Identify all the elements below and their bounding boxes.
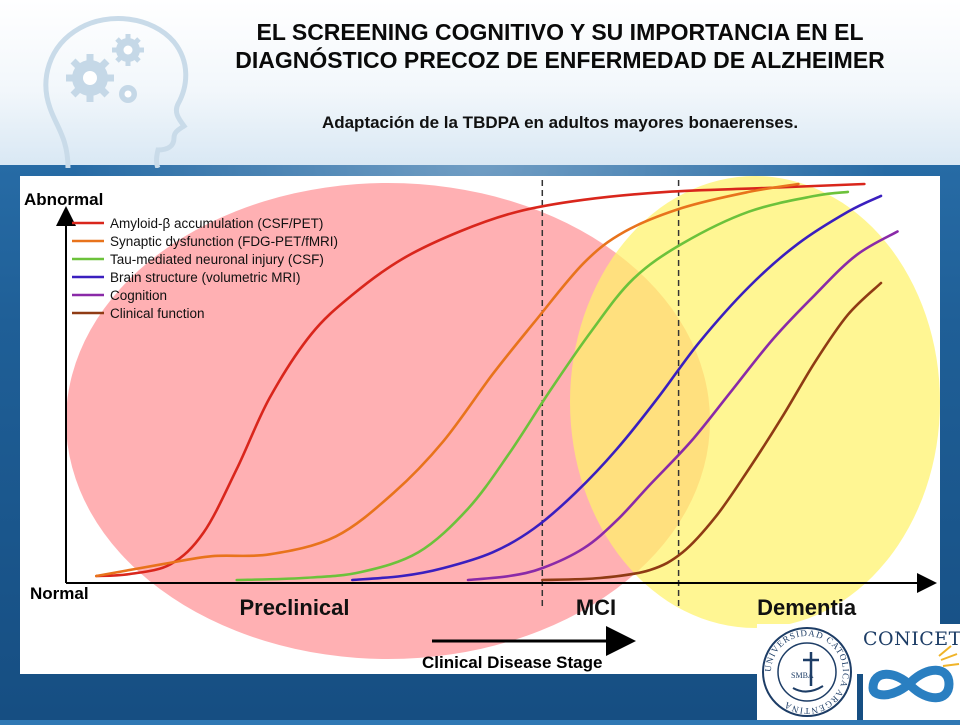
series-line-5 bbox=[466, 230, 899, 582]
conicet-logo-text: CONICET bbox=[863, 628, 960, 650]
legend-label-4: Brain structure (volumetric MRI) bbox=[110, 270, 301, 285]
legend-label-1: Amyloid-β accumulation (CSF/PET) bbox=[110, 216, 323, 231]
y-label-normal: Normal bbox=[30, 584, 89, 603]
uca-logo: UNIVERSIDAD CATOLICA ARGENTINA SMBA bbox=[757, 624, 857, 720]
head-gears-illustration bbox=[43, 16, 189, 168]
uca-monogram: SMBA bbox=[791, 671, 814, 680]
y-label-abnormal: Abnormal bbox=[24, 190, 103, 209]
legend-label-3: Tau-mediated neuronal injury (CSF) bbox=[110, 252, 324, 267]
series-line-1 bbox=[95, 182, 866, 578]
stage-label-1: Preclinical bbox=[239, 595, 349, 620]
series-line-4 bbox=[351, 194, 883, 582]
x-axis-label: Clinical Disease Stage bbox=[422, 653, 602, 672]
conicet-logo: CONICET bbox=[863, 624, 960, 720]
stage-label-2: MCI bbox=[576, 595, 616, 620]
legend-label-6: Clinical function bbox=[110, 306, 205, 321]
stage-label-3: Dementia bbox=[757, 595, 857, 620]
slide-subtitle: Adaptación de la TBDPA en adultos mayore… bbox=[321, 113, 799, 132]
series-line-6 bbox=[541, 281, 883, 582]
series-line-3 bbox=[235, 190, 850, 582]
slide-header: EL SCREENING COGNITIVO Y SU IMPORTANCIA … bbox=[0, 0, 960, 168]
chart-panel: Abnormal Normal Preclinical MCI Dementia C… bbox=[20, 176, 940, 674]
series-line-2 bbox=[95, 182, 800, 578]
dementia-region bbox=[570, 176, 940, 628]
slide-title: EL SCREENING COGNITIVO Y SU IMPORTANCIA … bbox=[235, 19, 885, 73]
legend-label-2: Synaptic dysfunction (FDG-PET/fMRI) bbox=[110, 234, 338, 249]
legend: Amyloid-β accumulation (CSF/PET) Synaptic… bbox=[72, 216, 338, 321]
legend-label-5: Cognition bbox=[110, 288, 167, 303]
biomarker-chart: Abnormal Normal Preclinical MCI Dementia C… bbox=[24, 176, 940, 672]
